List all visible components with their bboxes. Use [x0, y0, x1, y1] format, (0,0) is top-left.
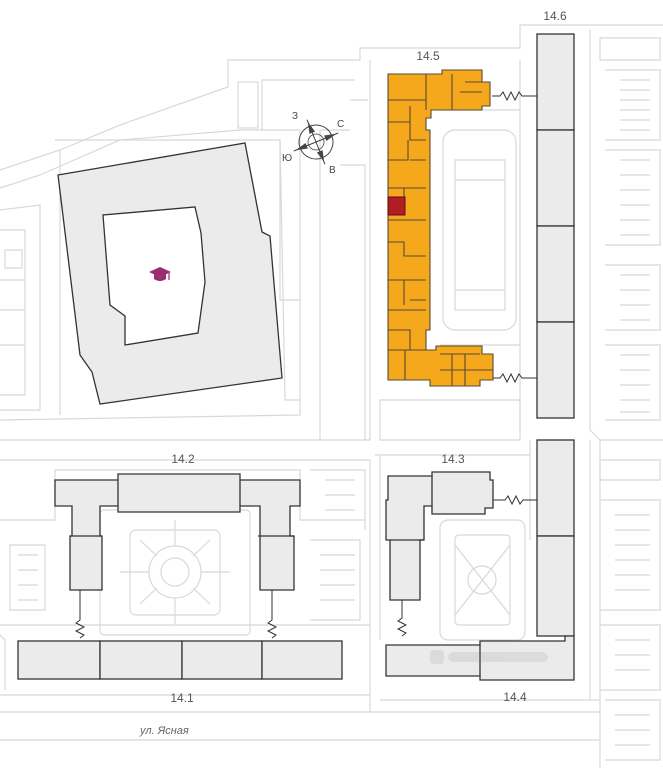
building-14-1[interactable] [17, 640, 343, 680]
selected-apartment[interactable] [387, 196, 406, 216]
building-14-4[interactable] [385, 439, 575, 681]
label-14-4: 14.4 [503, 690, 527, 704]
label-14-3: 14.3 [441, 452, 465, 466]
connector-14-3-14-4 [396, 494, 537, 637]
label-14-2: 14.2 [171, 452, 195, 466]
watermark [430, 650, 548, 664]
compass-south: Ю [282, 153, 292, 164]
label-14-1: 14.1 [170, 691, 194, 705]
courtyard-rosette [99, 509, 251, 636]
building-14-5[interactable] [387, 69, 494, 387]
compass-rose-icon [293, 119, 339, 165]
courtyard-14-3 [439, 519, 526, 641]
compass-west: З [292, 111, 298, 122]
parking-grid-east [589, 37, 663, 768]
compass-east: В [329, 165, 336, 176]
building-14-6[interactable] [536, 33, 575, 419]
compass-north: С [337, 119, 344, 130]
label-14-6: 14.6 [543, 9, 567, 23]
building-14-3[interactable] [385, 471, 494, 601]
connector-14-2-14-1 [74, 590, 278, 639]
connector-14-5-14-6 [492, 90, 537, 384]
graduation-cap-icon [149, 267, 171, 281]
building-14-2[interactable] [54, 473, 301, 591]
label-14-5: 14.5 [416, 49, 440, 63]
street-name: ул. Ясная [139, 725, 189, 737]
school-building [57, 142, 283, 405]
